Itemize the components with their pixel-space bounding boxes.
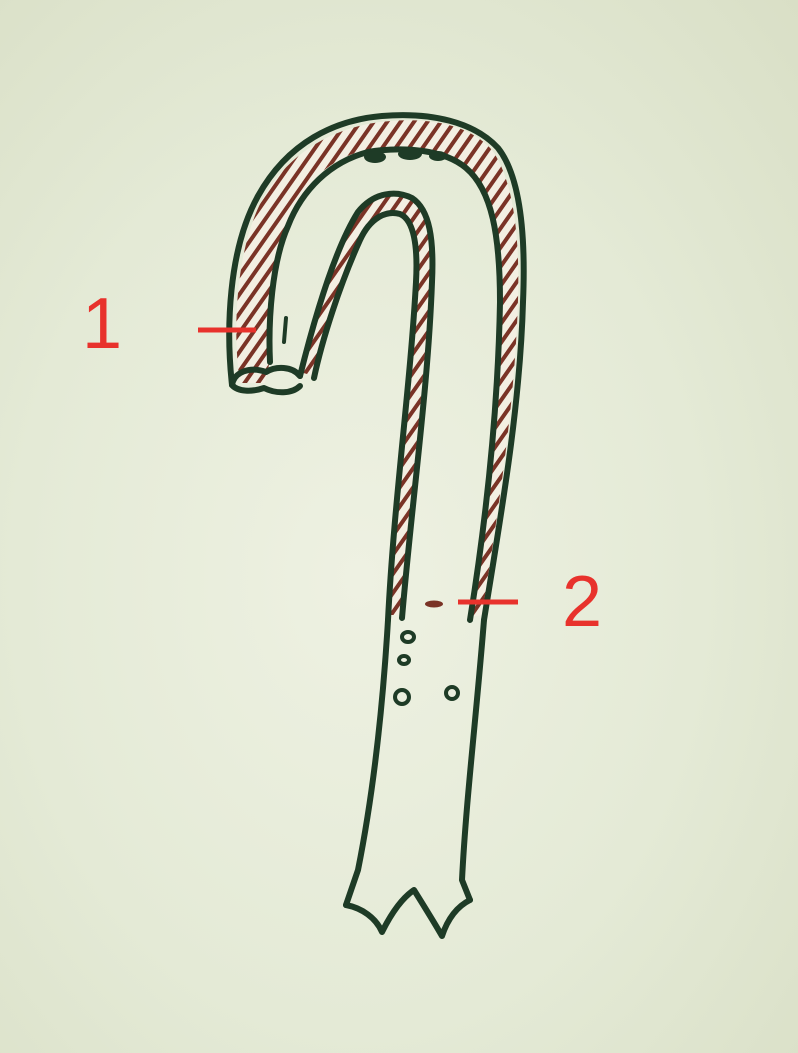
callout-label-1: 1 xyxy=(82,288,122,360)
stalk-pores xyxy=(395,632,458,704)
marked-spot xyxy=(425,601,443,608)
callout-label-2: 2 xyxy=(562,566,602,638)
